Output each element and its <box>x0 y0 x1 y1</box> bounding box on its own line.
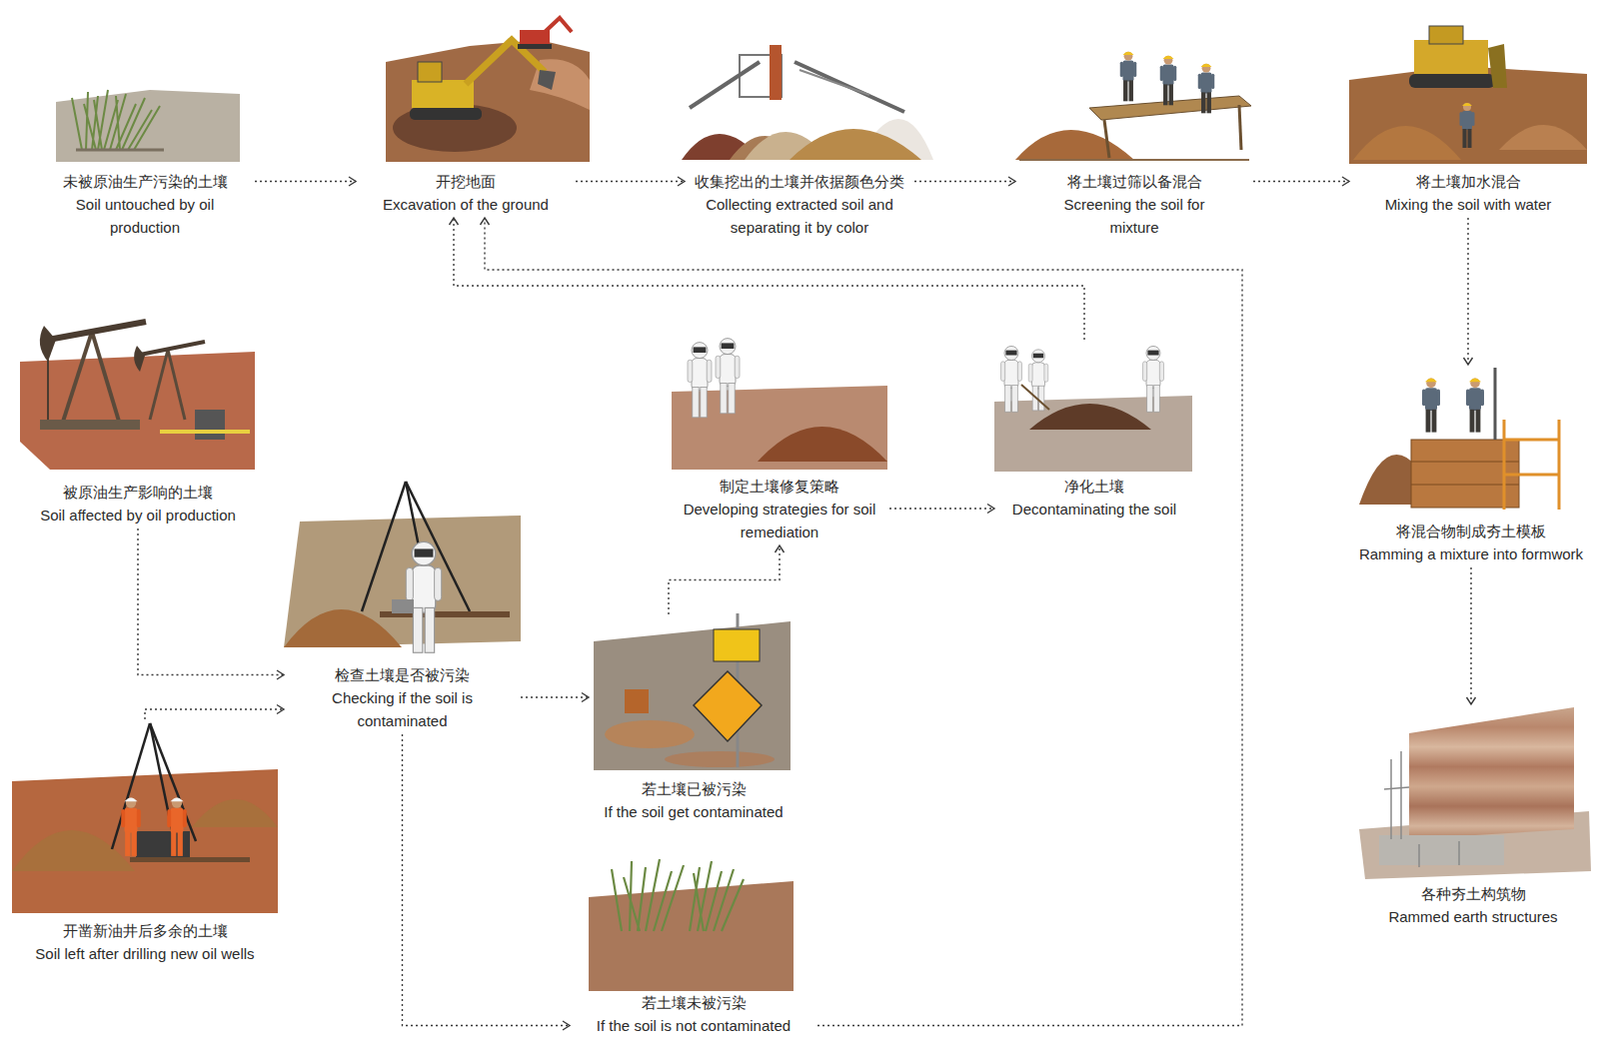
untouched-soil-picture <box>55 89 240 162</box>
dotted-arrow <box>144 705 284 721</box>
dotted-arrow <box>254 176 356 186</box>
english-label: Soil left after drilling new oil wells <box>11 942 278 966</box>
oil-field-picture <box>19 321 255 470</box>
chinese-label: 将土壤加水混合 <box>1349 169 1588 193</box>
english-label: Mixing the soil with water <box>1349 192 1588 216</box>
excavation-picture <box>385 17 590 162</box>
connector-line <box>137 528 284 676</box>
checking-picture <box>283 481 521 653</box>
connector-line <box>1470 567 1472 705</box>
arrow-head <box>480 217 490 225</box>
chinese-label: 若土壤已被污染 <box>588 777 799 801</box>
connector-line <box>575 180 685 182</box>
drilling-picture <box>11 723 278 914</box>
chinese-label: 各种夯土构筑物 <box>1357 882 1590 906</box>
chinese-label: 检查土壤是否被污染 <box>283 663 521 687</box>
english-label: If the soil get contaminated <box>588 800 799 824</box>
ramming-picture <box>1359 367 1560 510</box>
process-step: 净化土壤Decontaminating the soil <box>994 339 1195 523</box>
english-label: Checking if the soil is contaminated <box>312 686 493 733</box>
arrow-head <box>1464 357 1474 365</box>
dotted-arrow <box>575 176 685 186</box>
arrow-head <box>348 176 356 186</box>
connector-line <box>484 217 1243 1027</box>
process-step: 被原油生产影响的土壤Soil affected by oil productio… <box>17 315 258 529</box>
dotted-arrow <box>889 504 995 514</box>
connector-line <box>914 180 1016 182</box>
english-label: Ramming a mixture into formwork <box>1351 542 1592 566</box>
english-label: If the soil is not contaminated <box>569 1014 818 1038</box>
chinese-label: 被原油生产影响的土壤 <box>17 480 258 504</box>
process-step: 开挖地面Excavation of the ground <box>355 14 576 218</box>
arrow-head <box>276 670 284 680</box>
arrow-head <box>1342 176 1350 186</box>
chinese-label: 将混合物制成夯土模板 <box>1351 519 1592 543</box>
dotted-arrow <box>137 528 284 680</box>
contaminated-picture <box>593 613 791 771</box>
chinese-label: 制定土壤修复策略 <box>669 474 890 498</box>
english-label: Soil untouched by oil production <box>74 192 215 239</box>
process-step: 若土壤已被污染If the soil get contaminated <box>588 614 799 826</box>
english-label: Rammed earth structures <box>1357 905 1590 929</box>
english-label: Screening the soil for mixture <box>1049 192 1220 239</box>
dotted-arrow <box>1253 176 1350 186</box>
connector-line <box>668 545 780 615</box>
dotted-arrow <box>402 734 571 1031</box>
chinese-label: 开凿新油井后多余的土壤 <box>11 919 278 943</box>
process-step: 若土壤未被污染If the soil is not contaminated <box>569 851 818 1040</box>
process-step: 收集挖出的土壤并依据颜色分类Collecting extracted soil … <box>684 39 915 241</box>
dotted-arrow <box>1467 567 1477 705</box>
chinese-label: 净化土壤 <box>994 474 1195 498</box>
process-step: 未被原油生产污染的土壤Soil untouched by oil product… <box>34 76 255 241</box>
sorting-plant-picture <box>681 44 934 160</box>
remediation-picture <box>671 338 888 470</box>
process-step: 将土壤加水混合Mixing the soil with water <box>1349 24 1588 218</box>
clean-soil-picture <box>588 859 794 992</box>
connector-line <box>520 696 589 698</box>
connector-line <box>453 217 1085 340</box>
connector-line <box>402 734 571 1027</box>
connector-line <box>254 180 356 182</box>
dotted-arrow <box>520 693 589 703</box>
connector-line <box>1467 217 1469 365</box>
connector-line <box>144 709 284 720</box>
arrow-head <box>1467 697 1477 705</box>
chinese-label: 收集挖出的土壤并依据颜色分类 <box>684 169 915 193</box>
process-step: 制定土壤修复策略Developing strategies for soil r… <box>669 329 890 546</box>
arrow-head <box>449 217 459 225</box>
english-label: Soil affected by oil production <box>17 503 258 527</box>
process-step: 各种夯土构筑物Rammed earth structures <box>1357 704 1590 931</box>
arrow-head <box>987 504 995 514</box>
chinese-label: 开挖地面 <box>355 169 576 193</box>
connector-line <box>1253 180 1350 182</box>
dotted-arrow <box>914 176 1016 186</box>
dotted-arrow <box>1464 217 1474 365</box>
english-label: Decontaminating the soil <box>994 497 1195 521</box>
connector-line <box>889 507 995 509</box>
arrow-head <box>775 545 785 553</box>
dotted-arrow <box>668 545 785 615</box>
screening-picture <box>1015 51 1252 160</box>
arrow-head <box>562 1021 570 1031</box>
chinese-label: 若土壤未被污染 <box>569 991 818 1015</box>
english-label: Developing strategies for soil remediati… <box>672 497 888 544</box>
arrow-head <box>276 705 284 715</box>
rammed-earth-picture <box>1359 707 1592 880</box>
chinese-label: 未被原油生产污染的土壤 <box>34 169 255 193</box>
process-step: 将混合物制成夯土模板Ramming a mixture into formwor… <box>1351 364 1592 568</box>
arrow-head <box>677 176 685 186</box>
process-step: 将土壤过筛以备混合Screening the soil for mixture <box>1015 39 1254 241</box>
english-label: Collecting extracted soil and separating… <box>684 192 915 239</box>
mixing-picture <box>1349 25 1588 164</box>
dotted-arrow <box>449 217 1086 340</box>
english-label: Excavation of the ground <box>355 192 576 216</box>
dotted-arrow <box>480 217 1244 1027</box>
arrow-head <box>581 693 589 703</box>
chinese-label: 将土壤过筛以备混合 <box>1015 169 1254 193</box>
decontamination-picture <box>994 345 1193 472</box>
process-step: 开凿新油井后多余的土壤Soil left after drilling new … <box>11 719 278 968</box>
process-step: 检查土壤是否被污染Checking if the soil is contami… <box>283 477 521 735</box>
arrow-head <box>1008 176 1016 186</box>
